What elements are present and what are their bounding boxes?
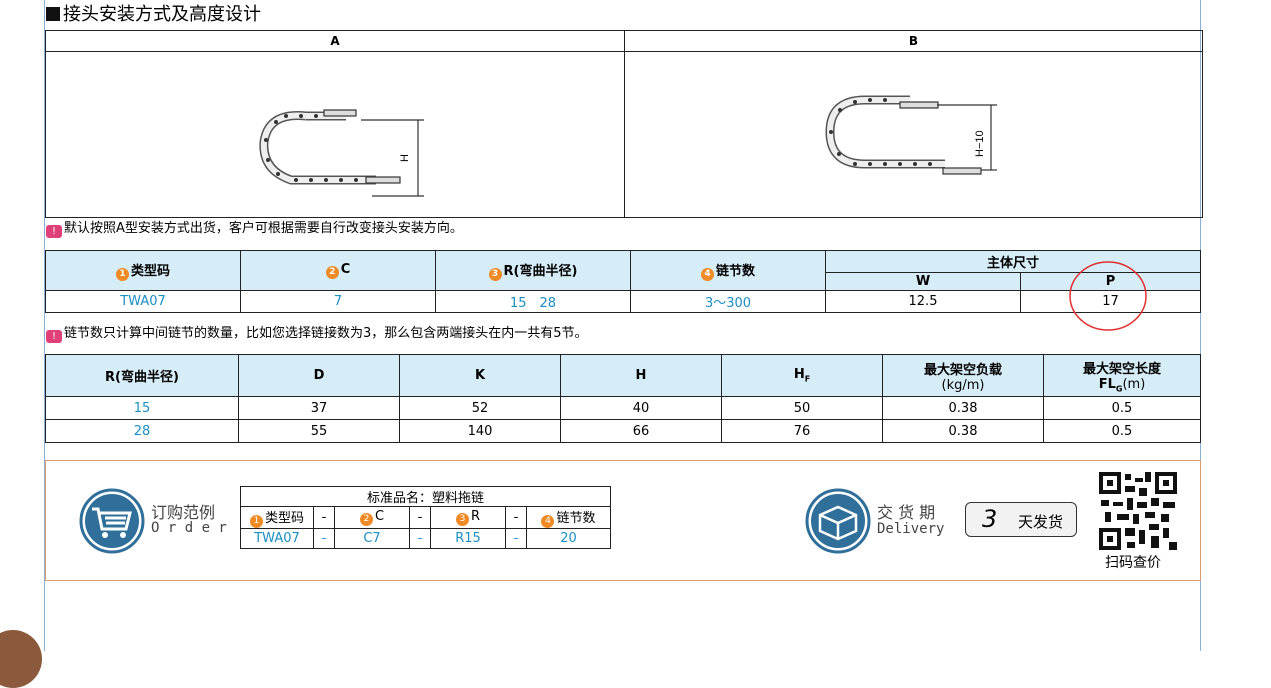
- cable-chain-a-figure: H: [259, 109, 424, 197]
- cable-chain-b-figure: H−10: [825, 95, 997, 175]
- square-bullet-icon: [46, 7, 60, 21]
- diagram-b: H−10: [624, 51, 1203, 218]
- table-row: 15 37 52 40 50 0.38 0.5: [45, 396, 1201, 420]
- note-link-count: !链节数只计算中间链节的数量，比如您选择链接数为3，那么包含两端接头在内一共有5…: [46, 326, 588, 343]
- col-a-header: A: [45, 30, 625, 52]
- dim-h-label: H: [399, 154, 411, 162]
- hdr-r: R(弯曲半径): [45, 354, 239, 397]
- hdr-d: D: [238, 354, 400, 397]
- delivery-title-en: Delivery: [877, 521, 945, 537]
- delivery-box-icon: [805, 488, 871, 554]
- info-icon: !: [46, 330, 62, 343]
- col-b-header: B: [624, 30, 1203, 52]
- cell-type-code: TWA07: [45, 290, 241, 313]
- page-frame: [44, 0, 1201, 651]
- cell-r: 15 28: [435, 290, 631, 313]
- cell-links: 3～300: [630, 290, 826, 313]
- shopping-cart-icon: [79, 488, 145, 554]
- hdr-w: W: [825, 272, 1021, 291]
- corner-badge: [0, 630, 42, 688]
- hdr-main-dim: 主体尺寸: [825, 250, 1201, 273]
- highlight-circle: [1069, 261, 1147, 331]
- hdr-hf: HF: [721, 354, 883, 397]
- dim-h10-label: H−10: [974, 130, 986, 157]
- order-title: 订购范例: [151, 503, 216, 522]
- diagram-a: H: [45, 51, 625, 218]
- qr-code-icon[interactable]: [1099, 472, 1177, 550]
- note-mounting: !默认按照A型安装方式出货，客户可根据需要自行改变接头安装方向。: [46, 221, 463, 238]
- hdr-k: K: [399, 354, 561, 397]
- order-example-box: [45, 460, 1201, 581]
- mounting-diagram-table: A B: [45, 30, 1203, 218]
- cell-c: 7: [240, 290, 436, 313]
- info-icon: !: [46, 225, 62, 238]
- table-row: 28 55 140 66 76 0.38 0.5: [45, 419, 1201, 443]
- qr-label: 扫码查价: [1105, 555, 1161, 571]
- order-title-en: O r d e r: [151, 520, 227, 536]
- cell-p: 17: [1020, 290, 1201, 313]
- cell-w: 12.5: [825, 290, 1021, 313]
- delivery-title: 交 货 期: [877, 503, 936, 522]
- hdr-h: H: [560, 354, 722, 397]
- std-name: 标准品名：塑料拖链: [240, 486, 611, 507]
- delivery-days-badge: 3 天发货: [965, 502, 1077, 537]
- section-title: 接头安装方式及高度设计: [46, 4, 261, 26]
- hdr-max-load: 最大架空负载(kg/m): [882, 354, 1044, 397]
